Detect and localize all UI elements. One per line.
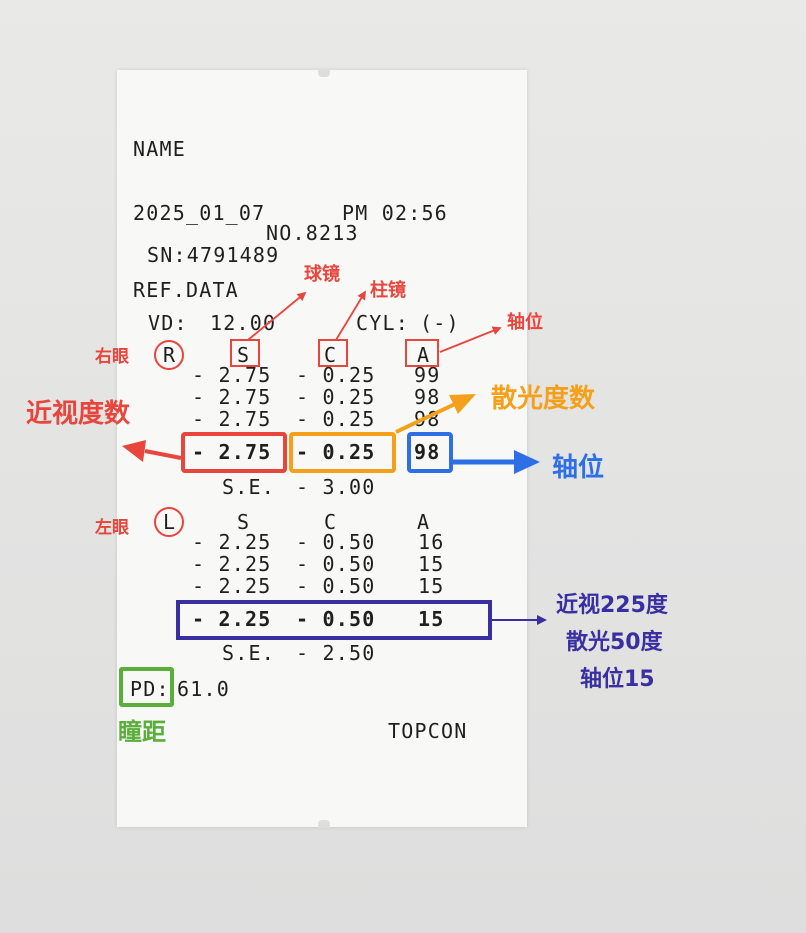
right-average-c: - 0.25 <box>296 440 376 464</box>
summary-line-3: 轴位15 <box>580 667 655 692</box>
cyl-label: CYL: <box>356 311 409 335</box>
right-reading-2-s: - 2.75 <box>192 385 272 409</box>
s-header-box <box>230 339 260 367</box>
receipt-paper <box>117 69 527 828</box>
record-number: NO.8213 <box>266 221 359 245</box>
left-reading-1-s: - 2.25 <box>192 530 272 554</box>
print-time: PM 02:56 <box>342 201 448 225</box>
right-se-value: - 3.00 <box>296 475 376 499</box>
ref-data-label: REF.DATA <box>133 278 239 302</box>
left-reading-2-a: 15 <box>418 552 445 576</box>
cylinder-annotation: 柱镜 <box>370 280 406 301</box>
right-eye-circle <box>154 340 184 370</box>
print-date: 2025_01_07 <box>133 201 266 225</box>
left-reading-2-s: - 2.25 <box>192 552 272 576</box>
left-average-c: - 0.50 <box>296 607 376 631</box>
left-col-c: C <box>324 510 338 534</box>
axis-top-annotation: 轴位 <box>507 312 543 333</box>
summary-line-1: 近视225度 <box>556 593 668 618</box>
right-col-a: A <box>417 343 431 367</box>
summary-line-2: 散光50度 <box>566 630 663 655</box>
myopia-annotation: 近视度数 <box>26 399 131 429</box>
right-eye-annotation: 右眼 <box>95 347 129 367</box>
left-eye-circle <box>154 507 184 537</box>
astigmatism-value-box <box>289 432 396 473</box>
left-se-value: - 2.50 <box>296 641 376 665</box>
left-se-label: S.E. <box>222 641 275 665</box>
right-reading-2-c: - 0.25 <box>296 385 376 409</box>
axis-blue-annotation: 轴位 <box>552 453 605 483</box>
left-average-a: 15 <box>418 607 445 631</box>
left-average-box <box>176 600 492 640</box>
brand-name: TOPCON <box>388 719 468 743</box>
paper-notch-top <box>318 69 330 77</box>
cyl-value: (-) <box>420 311 460 335</box>
left-col-a: A <box>417 510 431 534</box>
left-reading-1-a: 16 <box>418 530 445 554</box>
sphere-annotation: 球镜 <box>304 264 340 285</box>
pd-annotation: 瞳距 <box>118 718 166 746</box>
right-reading-1-a: 99 <box>414 363 441 387</box>
left-reading-3-a: 15 <box>418 574 445 598</box>
right-reading-3-c: - 0.25 <box>296 407 376 431</box>
myopia-value-box <box>181 432 287 473</box>
right-reading-2-a: 98 <box>414 385 441 409</box>
paper-notch-bottom <box>318 820 330 828</box>
left-reading-3-s: - 2.25 <box>192 574 272 598</box>
pd-value: 61.0 <box>177 677 230 701</box>
right-se-label: S.E. <box>222 475 275 499</box>
right-reading-1-c: - 0.25 <box>296 363 376 387</box>
pd-box <box>119 667 174 707</box>
right-reading-3-s: - 2.75 <box>192 407 272 431</box>
left-reading-1-c: - 0.50 <box>296 530 376 554</box>
serial-number: SN:4791489 <box>147 243 280 267</box>
left-col-s: S <box>237 510 251 534</box>
vd-label: VD: <box>148 311 188 335</box>
left-eye-annotation: 左眼 <box>95 518 129 538</box>
right-average-a: 98 <box>414 440 441 464</box>
astigmatism-annotation: 散光度数 <box>491 384 596 414</box>
name-label: NAME <box>133 137 186 161</box>
axis-value-box <box>407 432 453 473</box>
c-header-box <box>318 339 348 367</box>
right-reading-1-s: - 2.75 <box>192 363 272 387</box>
left-reading-3-c: - 0.50 <box>296 574 376 598</box>
right-col-c: C <box>324 343 338 367</box>
right-average-s: - 2.75 <box>192 440 272 464</box>
a-header-box <box>405 339 439 367</box>
left-reading-2-c: - 0.50 <box>296 552 376 576</box>
pd-label: PD: <box>130 677 170 701</box>
right-reading-3-a: 98 <box>414 407 441 431</box>
right-col-s: S <box>237 343 251 367</box>
left-average-s: - 2.25 <box>192 607 272 631</box>
vd-value: 12.00 <box>210 311 277 335</box>
